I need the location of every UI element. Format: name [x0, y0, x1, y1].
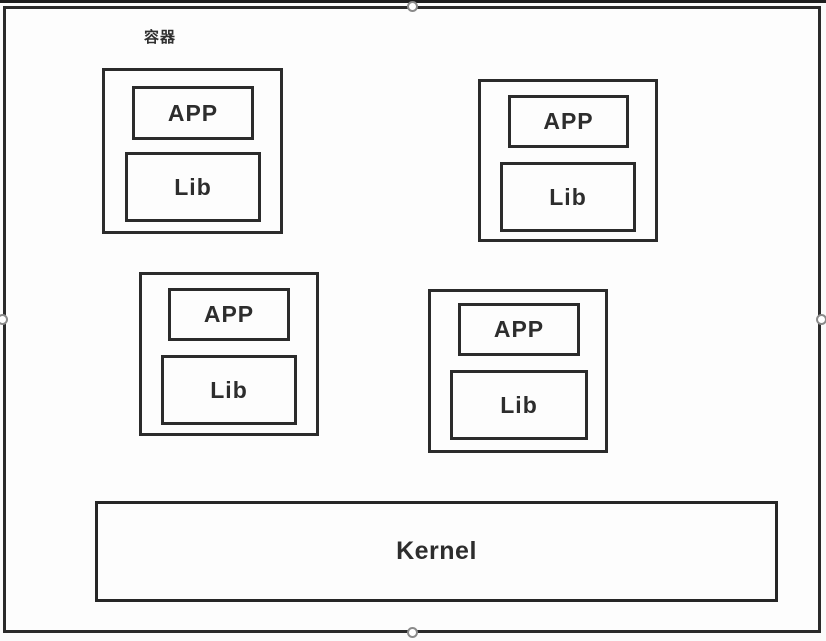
app-label: APP [167, 99, 219, 126]
resize-handle-bottom-icon[interactable] [407, 627, 418, 638]
resize-handle-top-icon[interactable] [407, 1, 418, 12]
container-box-1[interactable]: APP Lib [102, 68, 283, 234]
lib-label: Lib [500, 391, 538, 418]
canvas-label: 容器 [144, 29, 177, 46]
selected-outer-rect[interactable]: 容器 APP Lib APP Lib APP Lib APP Lib K [3, 6, 821, 633]
container-box-3[interactable]: APP Lib [139, 272, 319, 436]
app-box-2[interactable]: APP [508, 95, 629, 148]
container-box-4[interactable]: APP Lib [428, 289, 608, 453]
app-box-3[interactable]: APP [168, 288, 290, 341]
resize-handle-left-icon[interactable] [0, 314, 8, 325]
resize-handle-right-icon[interactable] [816, 314, 826, 325]
app-label: APP [543, 108, 594, 134]
lib-label: Lib [549, 183, 587, 210]
container-box-2[interactable]: APP Lib [478, 79, 658, 242]
app-box-1[interactable]: APP [132, 86, 254, 140]
app-label: APP [493, 316, 545, 342]
lib-box-1[interactable]: Lib [125, 152, 261, 222]
kernel-label: Kernel [396, 537, 477, 565]
lib-box-2[interactable]: Lib [500, 162, 636, 232]
lib-box-3[interactable]: Lib [161, 355, 297, 425]
app-label: APP [203, 301, 255, 327]
lib-box-4[interactable]: Lib [450, 370, 588, 440]
lib-label: Lib [174, 173, 212, 200]
app-box-4[interactable]: APP [458, 303, 580, 356]
lib-label: Lib [210, 376, 248, 403]
kernel-box[interactable]: Kernel [95, 501, 778, 602]
